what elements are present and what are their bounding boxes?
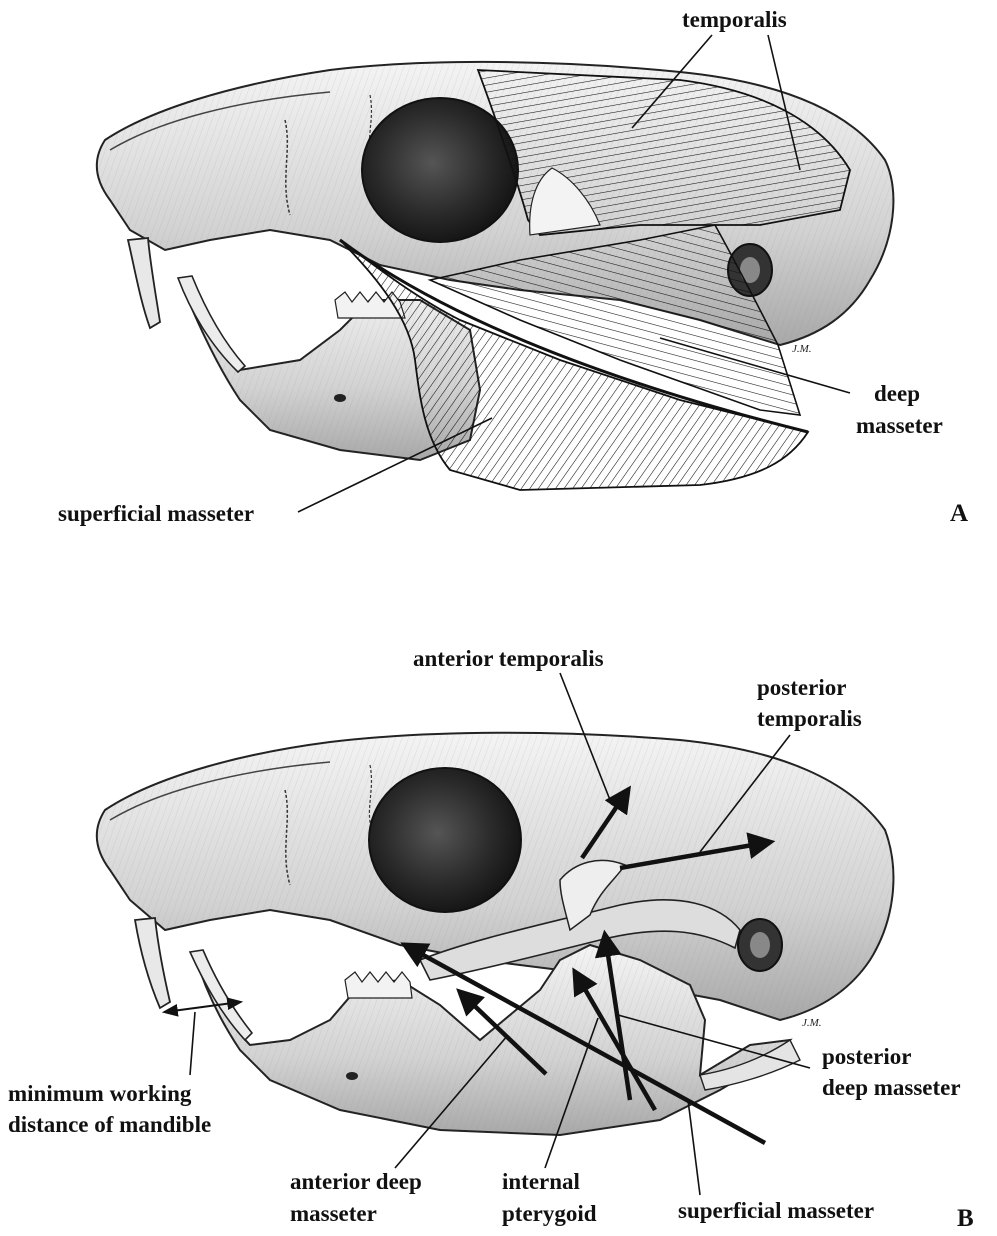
label-posterior-deep-masseter-line2: deep masseter xyxy=(822,1074,961,1101)
orbit xyxy=(369,768,521,912)
artist-signature-b: J.M. xyxy=(802,1017,822,1029)
label-deep-masseter-a-line1: deep xyxy=(855,380,939,407)
label-superficial-masseter-a: superficial masseter xyxy=(58,500,254,527)
panel-b: J.M. xyxy=(97,673,894,1195)
label-internal-pterygoid-line1: internal xyxy=(502,1168,580,1195)
orbit xyxy=(362,98,518,242)
label-internal-pterygoid-line2: pterygoid xyxy=(502,1200,597,1227)
label-anterior-deep-masseter-line2: masseter xyxy=(290,1200,377,1227)
label-temporalis-a: temporalis xyxy=(682,6,787,33)
panel-tag-a: A xyxy=(950,500,968,527)
label-superficial-masseter-b: superficial masseter xyxy=(678,1197,874,1224)
panel-tag-b: B xyxy=(957,1205,974,1232)
skull-illustration-b: J.M. xyxy=(97,733,894,1135)
label-posterior-temporalis-line1: posterior xyxy=(757,674,846,701)
label-posterior-temporalis-line2: temporalis xyxy=(757,705,862,732)
label-minimum-working-line2: distance of mandible xyxy=(8,1111,211,1138)
label-anterior-deep-masseter-line1: anterior deep xyxy=(290,1168,422,1195)
label-deep-masseter-a-line2: masseter xyxy=(856,412,943,439)
artist-signature-a: J.M. xyxy=(792,343,812,355)
panel-a: J.M. xyxy=(97,35,894,512)
label-posterior-deep-masseter-line1: posterior xyxy=(822,1043,911,1070)
label-minimum-working-line1: minimum working xyxy=(8,1080,191,1107)
label-anterior-temporalis: anterior temporalis xyxy=(413,645,604,672)
